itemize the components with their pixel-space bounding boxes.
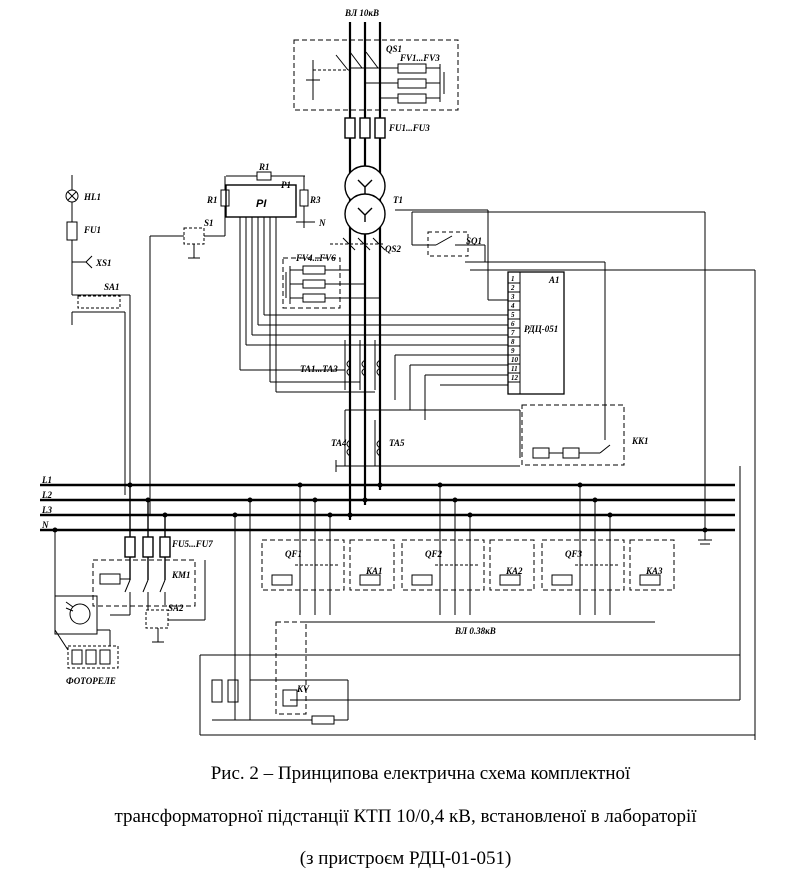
feeder-1: [261, 485, 395, 615]
ta1-ta3-transformers: [240, 340, 426, 420]
fv4-fv6-arresters: [285, 265, 380, 304]
a1-terminal-5: 5: [511, 311, 515, 319]
label-sa2: SA2: [168, 603, 184, 613]
caption-line-2: трансформаторної підстанції КТП 10/0,4 к…: [114, 806, 697, 827]
a1-terminal-2: 2: [510, 284, 515, 292]
qs1-disconnector: [306, 51, 379, 100]
fv4-fv6-box: [282, 257, 341, 309]
label-l1: L1: [41, 475, 52, 485]
label-l3: L3: [41, 505, 52, 515]
kk1-block: [521, 404, 625, 466]
a1-rdc-block: [246, 209, 565, 395]
label-ka2: KA2: [505, 566, 523, 576]
label-fotorele: ФОТОРЕЛЕ: [66, 676, 116, 686]
ta4-ta5-transformers: [335, 409, 521, 472]
label-sq1: SQ1: [466, 236, 482, 246]
a1-terminal-8: 8: [511, 338, 515, 346]
label-km1: KM1: [171, 570, 191, 580]
label-fv4-fv6: FV4...FV6: [295, 253, 336, 263]
a1-terminal-7: 7: [511, 329, 515, 337]
label-vl10: ВЛ 10кВ: [344, 8, 379, 18]
label-l2: L2: [41, 490, 52, 500]
label-fu1-fu3: FU1...FU3: [388, 123, 430, 133]
a1-terminal-9: 9: [511, 347, 515, 355]
label-qf3: QF3: [565, 549, 583, 559]
a1-terminal-6: 6: [511, 320, 515, 328]
a1-terminal-10: 10: [511, 356, 519, 364]
label-t1: T1: [393, 195, 403, 205]
label-ta4: TA4: [331, 438, 347, 448]
photorelay: [54, 530, 130, 669]
label-qf1: QF1: [285, 549, 302, 559]
a1-terminal-12: 12: [511, 374, 519, 382]
label-a1: A1: [548, 275, 560, 285]
label-qs2: QS2: [385, 244, 402, 254]
label-p1: P1: [281, 180, 291, 190]
label-qs1: QS1: [386, 44, 402, 54]
label-kk1: KK1: [631, 436, 649, 446]
s1-switch: [150, 206, 226, 259]
sq1-switch: [411, 211, 756, 740]
pi-block: [220, 171, 315, 392]
t1-transformer: [344, 165, 386, 235]
label-fu1: FU1: [83, 225, 101, 235]
a1-terminal-3: 3: [510, 293, 515, 301]
label-pi: PI: [256, 198, 267, 210]
schematic-labels: ВЛ 10кВ QS1 FV1...FV3 FU1...FU3 T1 R1 R1…: [41, 8, 663, 694]
qs2-switch: [330, 237, 386, 251]
caption-line-3: (з пристроєм РДЦ-01-051): [299, 848, 512, 869]
label-qf2: QF2: [425, 549, 443, 559]
fv1-fv3-arresters: [350, 63, 445, 104]
label-fu5-fu7: FU5...FU7: [171, 539, 213, 549]
label-ka1: KA1: [365, 566, 383, 576]
label-ta1-ta3: TA1...TA3: [300, 364, 338, 374]
feeder-2: [401, 485, 535, 615]
label-kv: KV: [296, 684, 310, 694]
caption-line-1: Рис. 2 – Принципова електрична схема ком…: [210, 763, 631, 784]
a1-terminal-4: 4: [510, 302, 515, 310]
label-r3: R3: [309, 195, 321, 205]
label-r1-left: R1: [206, 195, 218, 205]
fu5-fu7-fuses: [124, 485, 171, 580]
label-rdc: РДЦ-051: [524, 324, 558, 334]
qs1-disconnector-box: [293, 39, 459, 111]
sa2-switch: [145, 560, 206, 643]
label-r1-top: R1: [258, 162, 270, 172]
label-vl038: ВЛ 0.38кВ: [454, 626, 496, 636]
hv-incoming-lines: [348, 22, 382, 520]
electrical-schematic: ВЛ 10кВ QS1 FV1...FV3 FU1...FU3 T1 R1 R1…: [40, 8, 756, 740]
kv-relay: [199, 466, 755, 736]
a1-terminal-11: 11: [511, 365, 518, 373]
label-sa1: SA1: [104, 282, 120, 292]
km1-contactor: [92, 559, 196, 615]
label-hl1: HL1: [83, 192, 101, 202]
label-ta5: TA5: [389, 438, 405, 448]
label-s1: S1: [204, 218, 214, 228]
label-n-pi: N: [318, 218, 326, 228]
label-ka3: KA3: [645, 566, 663, 576]
label-n-bus: N: [41, 520, 49, 530]
feeder-3: [541, 485, 675, 615]
label-xs1: XS1: [95, 258, 112, 268]
a1-terminal-1: 1: [511, 275, 515, 283]
busbars: [40, 483, 735, 532]
label-fv1-fv3: FV1...FV3: [399, 53, 440, 63]
left-lamp-circuit: [65, 175, 151, 515]
fu1-fu3-fuses: [344, 117, 386, 139]
